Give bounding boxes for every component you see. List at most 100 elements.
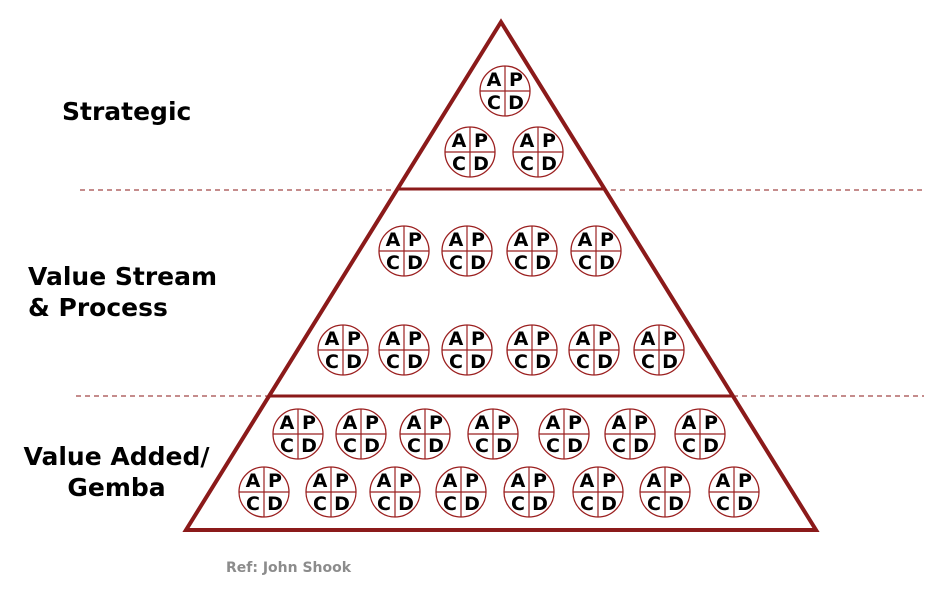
pdca-letter-d: D (398, 493, 414, 515)
pdca-letter-c: C (377, 493, 391, 515)
pdca-letter-c: C (449, 351, 463, 373)
pdca-letter-a: A (514, 229, 529, 251)
pdca-letter-c: C (514, 351, 528, 373)
pdca-letter-a: A (487, 69, 502, 91)
pdca-letter-c: C (514, 252, 528, 274)
pdca-letter-p: P (335, 470, 349, 492)
pdca-letter-c: C (647, 493, 661, 515)
pdca-letter-c: C (280, 435, 294, 457)
pdca-letter-a: A (280, 412, 295, 434)
pdca-letter-c: C (386, 252, 400, 274)
pdca-letter-a: A (511, 470, 526, 492)
pdca-letter-a: A (452, 130, 467, 152)
pdca-letter-c: C (546, 435, 560, 457)
pdca-letter-d: D (703, 435, 719, 457)
pdca-letter-p: P (568, 412, 582, 434)
pdca-letter-p: P (536, 229, 550, 251)
pdca-letter-p: P (474, 130, 488, 152)
pdca-letter-p: P (669, 470, 683, 492)
pdca-letter-c: C (343, 435, 357, 457)
pdca-letter-a: A (246, 470, 261, 492)
pdca-letter-c: C (475, 435, 489, 457)
pdca-letter-c: C (449, 252, 463, 274)
pdca-letter-d: D (597, 351, 613, 373)
pdca-letter-d: D (601, 493, 617, 515)
pdca-letter-a: A (682, 412, 697, 434)
pdca-letter-d: D (599, 252, 615, 274)
pdca-letter-d: D (407, 252, 423, 274)
pdca-letter-p: P (536, 328, 550, 350)
pdca-letter-d: D (473, 153, 489, 175)
pdca-letter-c: C (520, 153, 534, 175)
pdca-letter-p: P (533, 470, 547, 492)
pdca-letter-c: C (313, 493, 327, 515)
pdca-letter-a: A (716, 470, 731, 492)
pdca-letter-d: D (496, 435, 512, 457)
pdca-letter-p: P (465, 470, 479, 492)
pdca-letter-d: D (668, 493, 684, 515)
pdca-letter-d: D (532, 493, 548, 515)
pdca-letter-p: P (497, 412, 511, 434)
pdca-letter-a: A (514, 328, 529, 350)
level-label-strategic: Strategic (62, 97, 192, 126)
pdca-letter-a: A (325, 328, 340, 350)
pdca-letter-a: A (576, 328, 591, 350)
reference-note: Ref: John Shook (226, 560, 352, 576)
pdca-letter-d: D (407, 351, 423, 373)
pdca-letter-p: P (600, 229, 614, 251)
pdca-letter-d: D (737, 493, 753, 515)
pdca-letter-p: P (347, 328, 361, 350)
pdca-letter-p: P (634, 412, 648, 434)
pdca-letter-c: C (246, 493, 260, 515)
pdca-letter-p: P (408, 229, 422, 251)
pdca-letter-d: D (541, 153, 557, 175)
pdca-letter-d: D (508, 92, 524, 114)
pdca-letter-p: P (471, 229, 485, 251)
pdca-letter-a: A (475, 412, 490, 434)
pdca-letter-d: D (535, 252, 551, 274)
pdca-letter-c: C (511, 493, 525, 515)
pdca-letter-p: P (663, 328, 677, 350)
pdca-letter-d: D (535, 351, 551, 373)
pdca-letter-d: D (633, 435, 649, 457)
pdca-letter-d: D (267, 493, 283, 515)
pdca-letter-a: A (449, 229, 464, 251)
pdca-letter-c: C (576, 351, 590, 373)
pdca-letter-c: C (386, 351, 400, 373)
pdca-letter-a: A (407, 412, 422, 434)
pdca-letter-p: P (399, 470, 413, 492)
pdca-letter-p: P (509, 69, 523, 91)
pdca-letter-d: D (346, 351, 362, 373)
pdca-letter-a: A (520, 130, 535, 152)
pdca-letter-a: A (313, 470, 328, 492)
pdca-letter-p: P (408, 328, 422, 350)
pdca-letter-a: A (443, 470, 458, 492)
pdca-letter-p: P (471, 328, 485, 350)
pdca-letter-c: C (716, 493, 730, 515)
pdca-letter-d: D (470, 252, 486, 274)
pdca-letter-d: D (662, 351, 678, 373)
pdca-letter-p: P (429, 412, 443, 434)
pdca-letter-d: D (334, 493, 350, 515)
pdca-letter-a: A (546, 412, 561, 434)
pdca-letter-d: D (567, 435, 583, 457)
pdca-letter-p: P (602, 470, 616, 492)
pdca-letter-d: D (470, 351, 486, 373)
pdca-letter-c: C (452, 153, 466, 175)
pdca-letter-a: A (386, 229, 401, 251)
pdca-letter-a: A (578, 229, 593, 251)
pdca-letter-a: A (580, 470, 595, 492)
pdca-letter-c: C (580, 493, 594, 515)
pdca-letter-a: A (449, 328, 464, 350)
pdca-letter-c: C (612, 435, 626, 457)
pdca-letter-c: C (443, 493, 457, 515)
level-label-value-added: Value Added/ Gemba (23, 442, 210, 502)
pdca-letter-p: P (302, 412, 316, 434)
pdca-letter-p: P (268, 470, 282, 492)
pdca-letter-a: A (386, 328, 401, 350)
pdca-letter-p: P (365, 412, 379, 434)
pdca-letter-c: C (682, 435, 696, 457)
level-label-value-stream: Value Stream & Process (28, 262, 218, 322)
pdca-letter-p: P (542, 130, 556, 152)
